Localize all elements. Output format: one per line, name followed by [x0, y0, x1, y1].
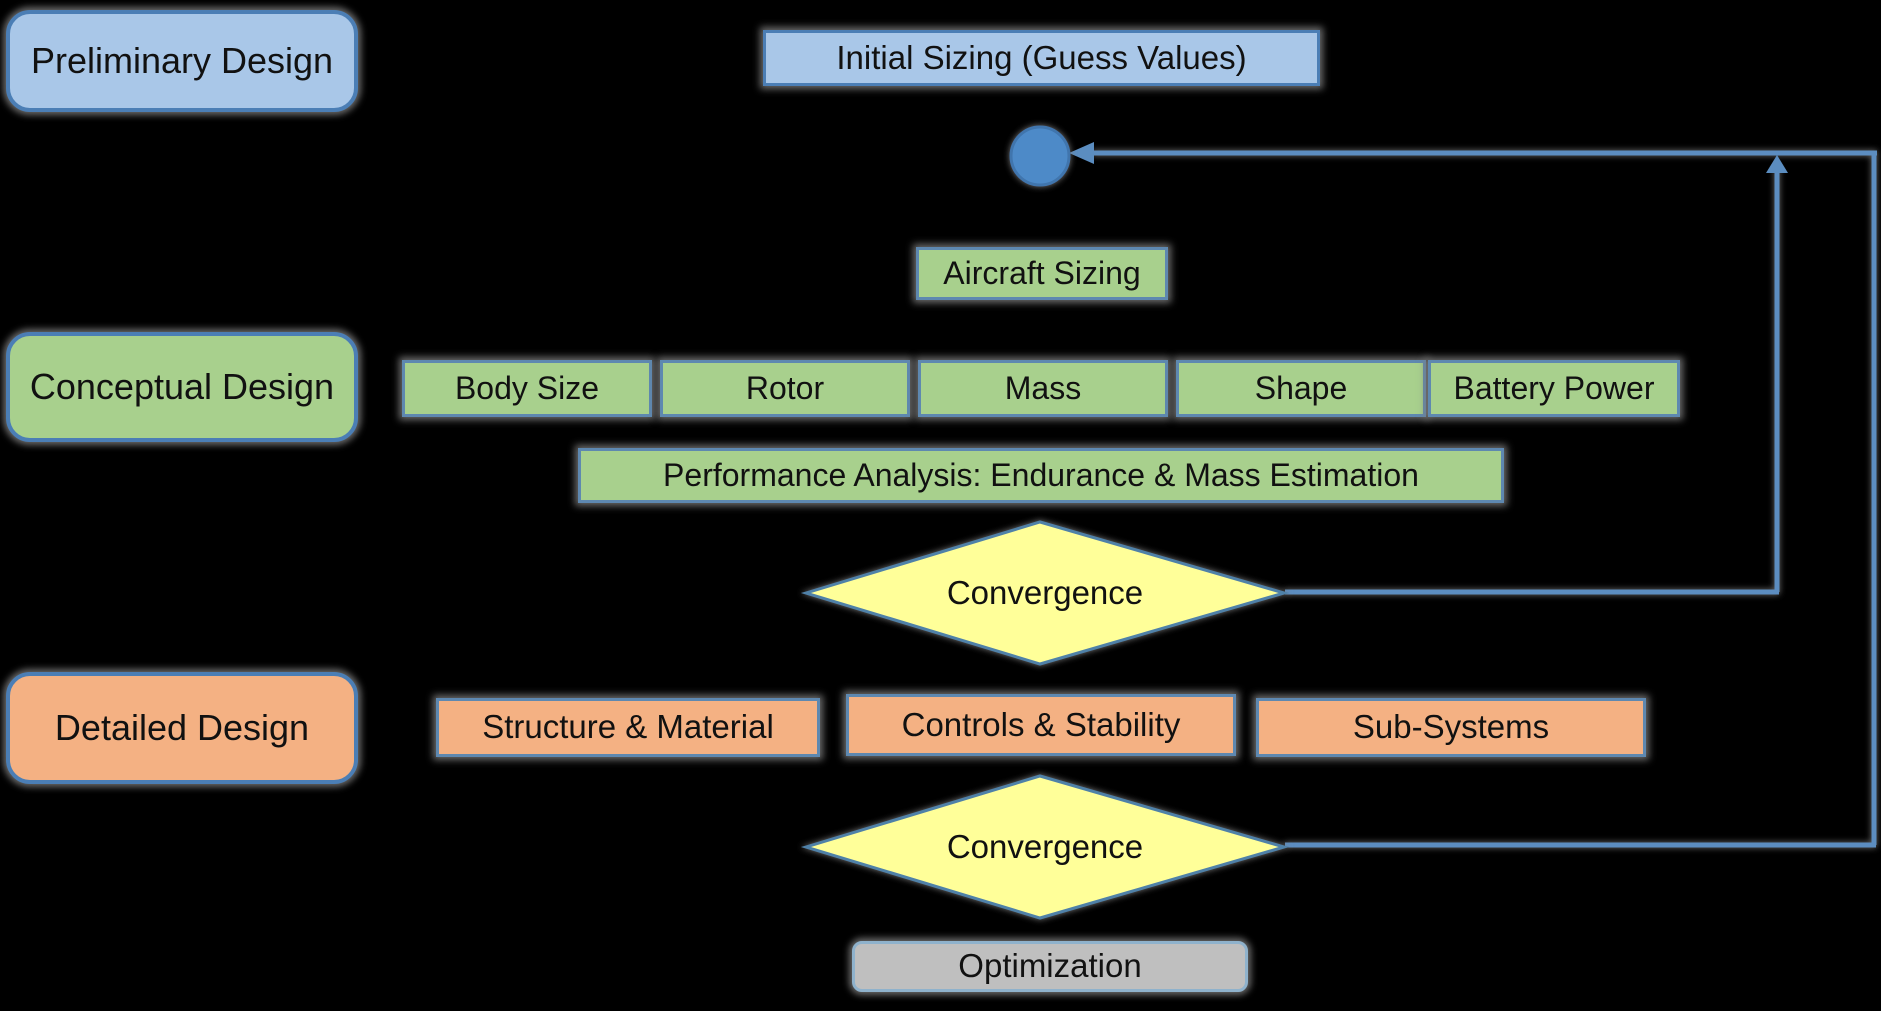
arrowhead-loop1-up-icon [1766, 155, 1788, 173]
stage-conceptual-label: Conceptual Design [29, 366, 335, 408]
task-controls-stability-box: Controls & Stability [846, 694, 1236, 756]
param-mass-box: Mass [918, 360, 1168, 417]
stage-conceptual-design: Conceptual Design [6, 332, 358, 442]
param-mass-label: Mass [1004, 369, 1082, 406]
stage-detailed-design: Detailed Design [6, 672, 358, 784]
param-body-size-box: Body Size [402, 360, 652, 417]
performance-analysis-label: Performance Analysis: Endurance & Mass E… [663, 456, 1419, 493]
param-rotor-label: Rotor [745, 369, 825, 406]
initial-sizing-label: Initial Sizing (Guess Values) [836, 38, 1247, 76]
arrowhead-into-junction-icon [1069, 142, 1094, 164]
param-rotor-box: Rotor [660, 360, 910, 417]
task-structure-material-box: Structure & Material [436, 698, 820, 757]
task-structure-material-label: Structure & Material [482, 708, 774, 746]
performance-analysis-box: Performance Analysis: Endurance & Mass E… [578, 448, 1504, 503]
task-controls-stability-label: Controls & Stability [901, 705, 1181, 743]
optimization-label: Optimization [958, 947, 1142, 985]
param-body-size-label: Body Size [454, 369, 600, 406]
param-shape-label: Shape [1254, 369, 1348, 406]
task-sub-systems-label: Sub-Systems [1352, 708, 1550, 746]
task-sub-systems-box: Sub-Systems [1256, 698, 1646, 757]
convergence-1-label: Convergence [946, 574, 1144, 611]
convergence-2-label: Convergence [946, 828, 1144, 865]
optimization-box: Optimization [852, 941, 1248, 992]
param-shape-box: Shape [1176, 360, 1426, 417]
param-battery-power-box: Battery Power [1428, 360, 1680, 417]
initial-sizing-box: Initial Sizing (Guess Values) [763, 30, 1320, 86]
junction-circle [1009, 125, 1071, 187]
aircraft-sizing-label: Aircraft Sizing [943, 254, 1141, 291]
stage-detailed-label: Detailed Design [54, 707, 310, 749]
aircraft-sizing-box: Aircraft Sizing [916, 247, 1168, 300]
stage-preliminary-label: Preliminary Design [30, 40, 334, 82]
stage-preliminary-design: Preliminary Design [6, 10, 358, 112]
param-battery-power-label: Battery Power [1453, 369, 1655, 406]
